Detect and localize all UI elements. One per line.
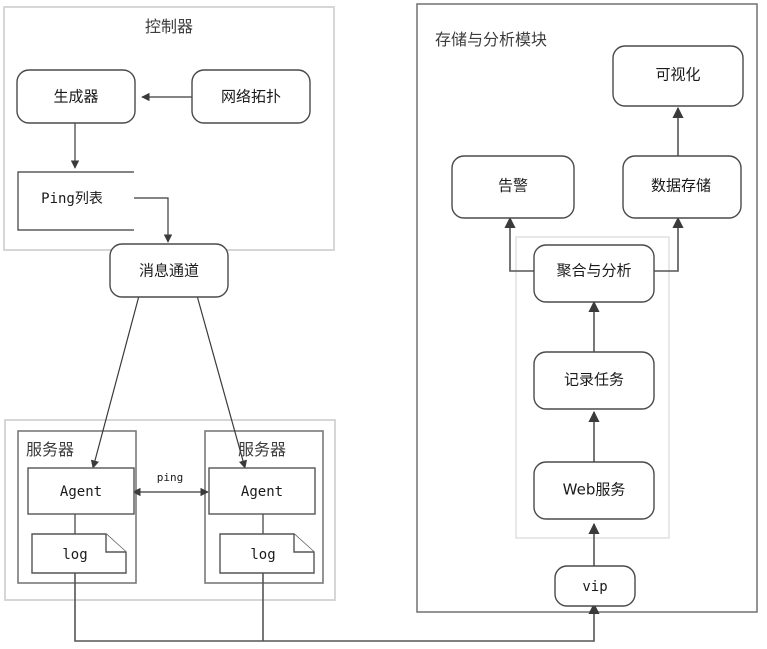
edge-pinglist-to-channel	[130, 197, 173, 243]
node-visualization-label: 可视化	[655, 66, 700, 84]
node-record-task[interactable]: 记录任务	[533, 351, 655, 410]
node-network-topology[interactable]: 网络拓扑	[191, 69, 311, 124]
edge-channel-to-agent-right	[195, 291, 248, 469]
group-server-right-label: 服务器	[238, 440, 286, 459]
node-visualization[interactable]: 可视化	[612, 45, 744, 107]
edge-agent-ping-agent: ping	[132, 471, 209, 497]
node-log-left-label: log	[62, 547, 87, 563]
node-record-task-label: 记录任务	[564, 371, 624, 389]
node-generator[interactable]: 生成器	[16, 69, 136, 124]
edge-ping-label: ping	[157, 471, 184, 484]
node-aggregate-analyze-label: 聚合与分析	[556, 262, 631, 280]
node-message-channel[interactable]: 消息通道	[109, 243, 229, 298]
node-vip-label: vip	[582, 579, 607, 595]
node-agent-right[interactable]: Agent	[208, 467, 316, 515]
node-log-right-label: log	[250, 547, 275, 563]
edge-aggregate-to-alarm	[504, 216, 534, 272]
edge-aggregate-to-datastorage	[654, 216, 684, 272]
node-agent-right-label: Agent	[241, 484, 283, 500]
node-aggregate-analyze[interactable]: 聚合与分析	[533, 244, 655, 303]
node-agent-left[interactable]: Agent	[27, 467, 135, 515]
group-server-left-label: 服务器	[26, 440, 74, 459]
node-message-channel-label: 消息通道	[139, 262, 199, 280]
node-vip[interactable]: vip	[554, 565, 636, 607]
edge-channel-to-agent-left	[90, 291, 141, 469]
node-network-topology-label: 网络拓扑	[221, 88, 281, 106]
node-agent-left-label: Agent	[60, 484, 102, 500]
group-controller-label: 控制器	[145, 17, 193, 36]
node-data-storage-label: 数据存储	[651, 177, 711, 195]
node-log-left[interactable]: log	[31, 533, 127, 574]
node-alarm[interactable]: 告警	[451, 155, 575, 219]
node-ping-list[interactable]: Ping列表	[17, 171, 134, 231]
node-web-service-label: Web服务	[563, 481, 626, 499]
group-storage-analysis-label: 存储与分析模块	[435, 30, 547, 49]
node-ping-list-label: Ping列表	[41, 191, 103, 207]
node-alarm-label: 告警	[498, 177, 528, 195]
edge-log-left-to-vip	[74, 573, 600, 642]
node-data-storage[interactable]: 数据存储	[622, 155, 742, 219]
node-web-service[interactable]: Web服务	[533, 461, 655, 520]
node-log-right[interactable]: log	[219, 533, 315, 574]
node-generator-label: 生成器	[53, 88, 98, 106]
